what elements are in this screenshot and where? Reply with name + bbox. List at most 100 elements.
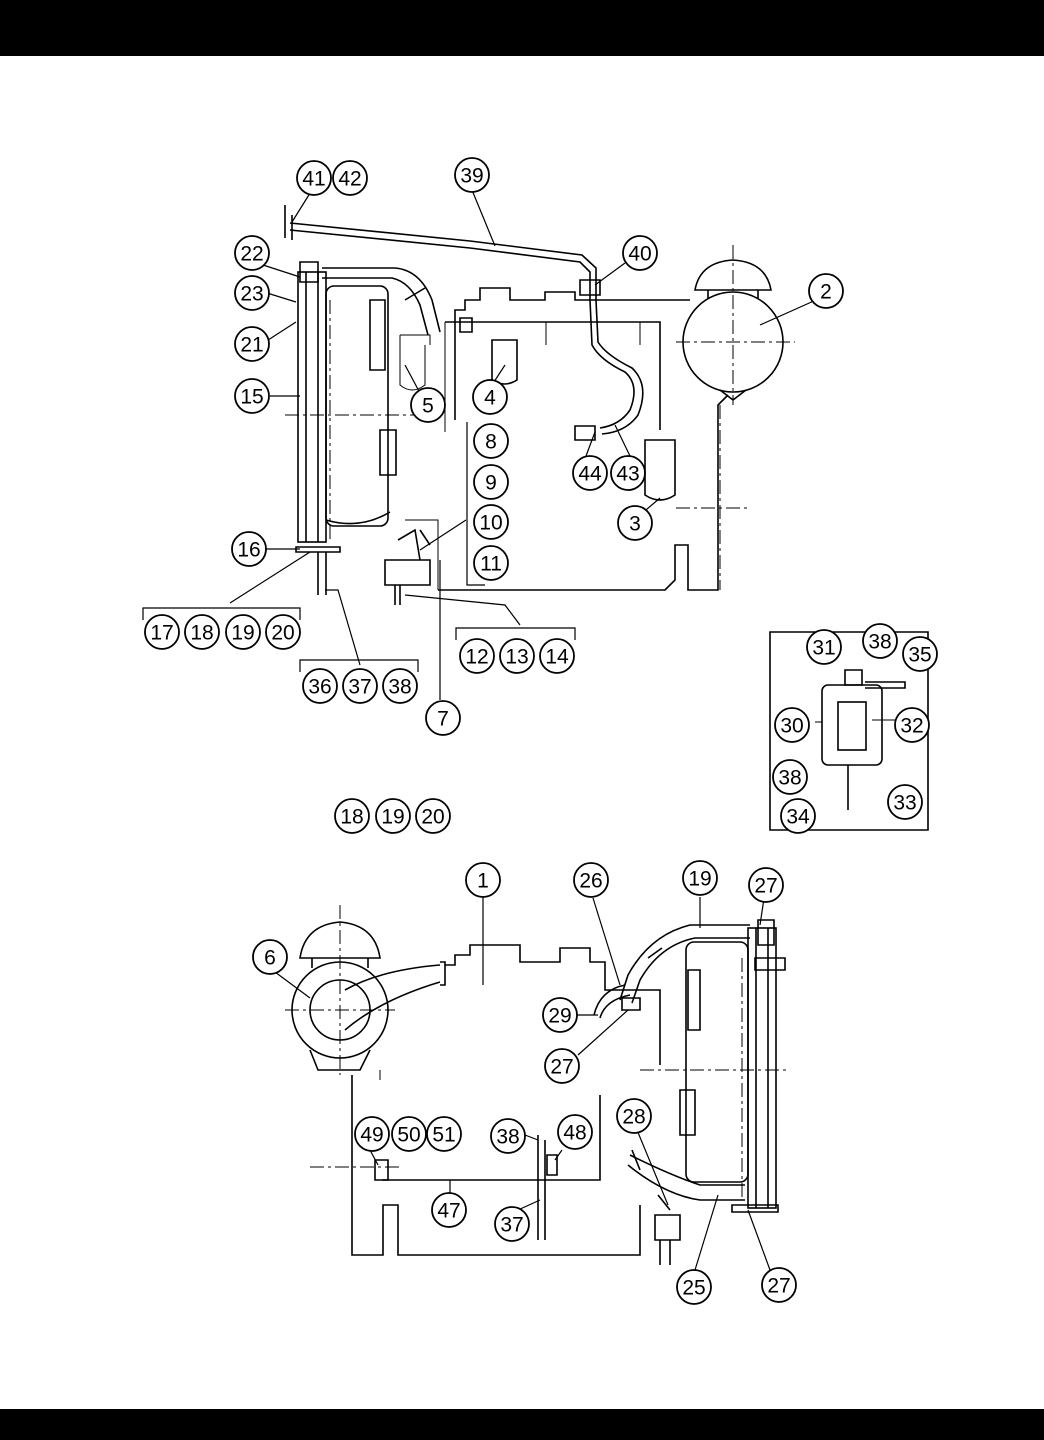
callout-circle: [806, 629, 842, 665]
callout-circle: [539, 638, 575, 674]
callout-number: 27: [550, 1056, 573, 1079]
callout-number: 20: [271, 622, 294, 645]
callout-circle: [499, 638, 535, 674]
callout-number: 41: [302, 168, 325, 191]
callout-number: 9: [485, 472, 497, 495]
bracket-8-11: [466, 422, 485, 586]
air-cleaner-upper: [676, 245, 795, 405]
callout-c8: 8: [473, 423, 509, 459]
callout-c1: 1: [465, 862, 501, 898]
callout-number: 16: [237, 539, 260, 562]
callout-number: 39: [460, 165, 483, 188]
callout-number: 34: [786, 806, 810, 829]
callout-c3: 3: [617, 505, 653, 541]
callout-c19b: 19: [375, 798, 411, 834]
callout-c34: 34: [780, 798, 816, 834]
callout-c23: 23: [234, 275, 270, 311]
callout-c5: 5: [410, 387, 446, 423]
callout-number: 42: [338, 168, 361, 191]
callout-number: 26: [579, 870, 602, 893]
callout-number: 40: [628, 243, 651, 266]
callout-circle: [902, 636, 938, 672]
callout-c43: 43: [610, 455, 646, 491]
callout-circle: [473, 504, 509, 540]
callout-circle: [473, 464, 509, 500]
callout-c31: 31: [806, 629, 842, 665]
callout-c48: 48: [557, 1114, 593, 1150]
callout-number: 33: [893, 792, 916, 815]
callout-circle: [354, 1116, 390, 1152]
callout-c28: 28: [616, 1098, 652, 1134]
callout-circle: [459, 638, 495, 674]
callout-number: 37: [348, 676, 371, 699]
callout-circle: [296, 160, 332, 196]
callout-circle: [144, 614, 180, 650]
callout-circle: [382, 668, 418, 704]
callout-number: 30: [780, 715, 803, 738]
callout-circle: [610, 455, 646, 491]
callout-number: 8: [485, 431, 497, 454]
callout-number: 38: [868, 631, 891, 654]
callout-number: 6: [264, 947, 276, 970]
callout-c21: 21: [234, 326, 270, 362]
callout-c19c: 19: [682, 860, 718, 896]
callout-circle: [454, 157, 490, 193]
callout-c51: 51: [426, 1116, 462, 1152]
callout-circle: [431, 1192, 467, 1228]
callout-circle: [573, 862, 609, 898]
callout-number: 4: [484, 387, 496, 410]
callout-c12: 12: [459, 638, 495, 674]
callout-circle: [342, 668, 378, 704]
callout-c35: 35: [902, 636, 938, 672]
callout-number: 1: [477, 870, 489, 893]
overflow-pipe-39: [284, 205, 601, 300]
callout-circle: [557, 1114, 593, 1150]
callout-number: 38: [778, 767, 801, 790]
callout-c11: 11: [473, 545, 509, 581]
callout-c17: 17: [144, 614, 180, 650]
callout-c33: 33: [887, 784, 923, 820]
callout-c25: 25: [676, 1269, 712, 1305]
callout-number: 23: [240, 283, 263, 306]
callout-circle: [184, 614, 220, 650]
callout-circle: [542, 997, 578, 1033]
engine-block-upper: [405, 287, 750, 591]
callout-number: 25: [682, 1277, 705, 1300]
callout-c38b: 38: [862, 623, 898, 659]
callout-circle: [302, 668, 338, 704]
callout-c41: 41: [296, 160, 332, 196]
callout-number: 17: [150, 622, 173, 645]
upper-hose-lower: [593, 924, 750, 1019]
callout-c2: 2: [808, 273, 844, 309]
callout-circle: [617, 505, 653, 541]
radiator-upper: [285, 261, 440, 595]
callout-number: 38: [388, 676, 411, 699]
callout-circle: [616, 1098, 652, 1134]
callout-number: 12: [465, 646, 488, 669]
reserve-tank-3: [644, 439, 676, 501]
callout-number: 2: [820, 281, 832, 304]
callout-circle: [252, 939, 288, 975]
callout-c29: 29: [542, 997, 578, 1033]
callout-circle: [894, 707, 930, 743]
callout-c6: 6: [252, 939, 288, 975]
callout-number: 5: [422, 395, 434, 418]
callout-number: 48: [563, 1122, 586, 1145]
callout-number: 51: [432, 1124, 455, 1147]
callout-c39: 39: [454, 157, 490, 193]
callout-c18a: 18: [184, 614, 220, 650]
callout-c42: 42: [332, 160, 368, 196]
callout-number: 3: [629, 513, 641, 536]
callout-circle: [682, 860, 718, 896]
callout-circle: [472, 379, 508, 415]
callout-number: 21: [240, 334, 263, 357]
callout-c20a: 20: [265, 614, 301, 650]
callout-c49: 49: [354, 1116, 390, 1152]
callout-c38a: 38: [382, 668, 418, 704]
callout-circle: [490, 1118, 526, 1154]
callout-number: 7: [437, 708, 449, 731]
callout-c38d: 38: [490, 1118, 526, 1154]
callout-circle: [234, 275, 270, 311]
callout-c27c: 27: [761, 1267, 797, 1303]
lower-hose-25: [627, 1149, 745, 1201]
